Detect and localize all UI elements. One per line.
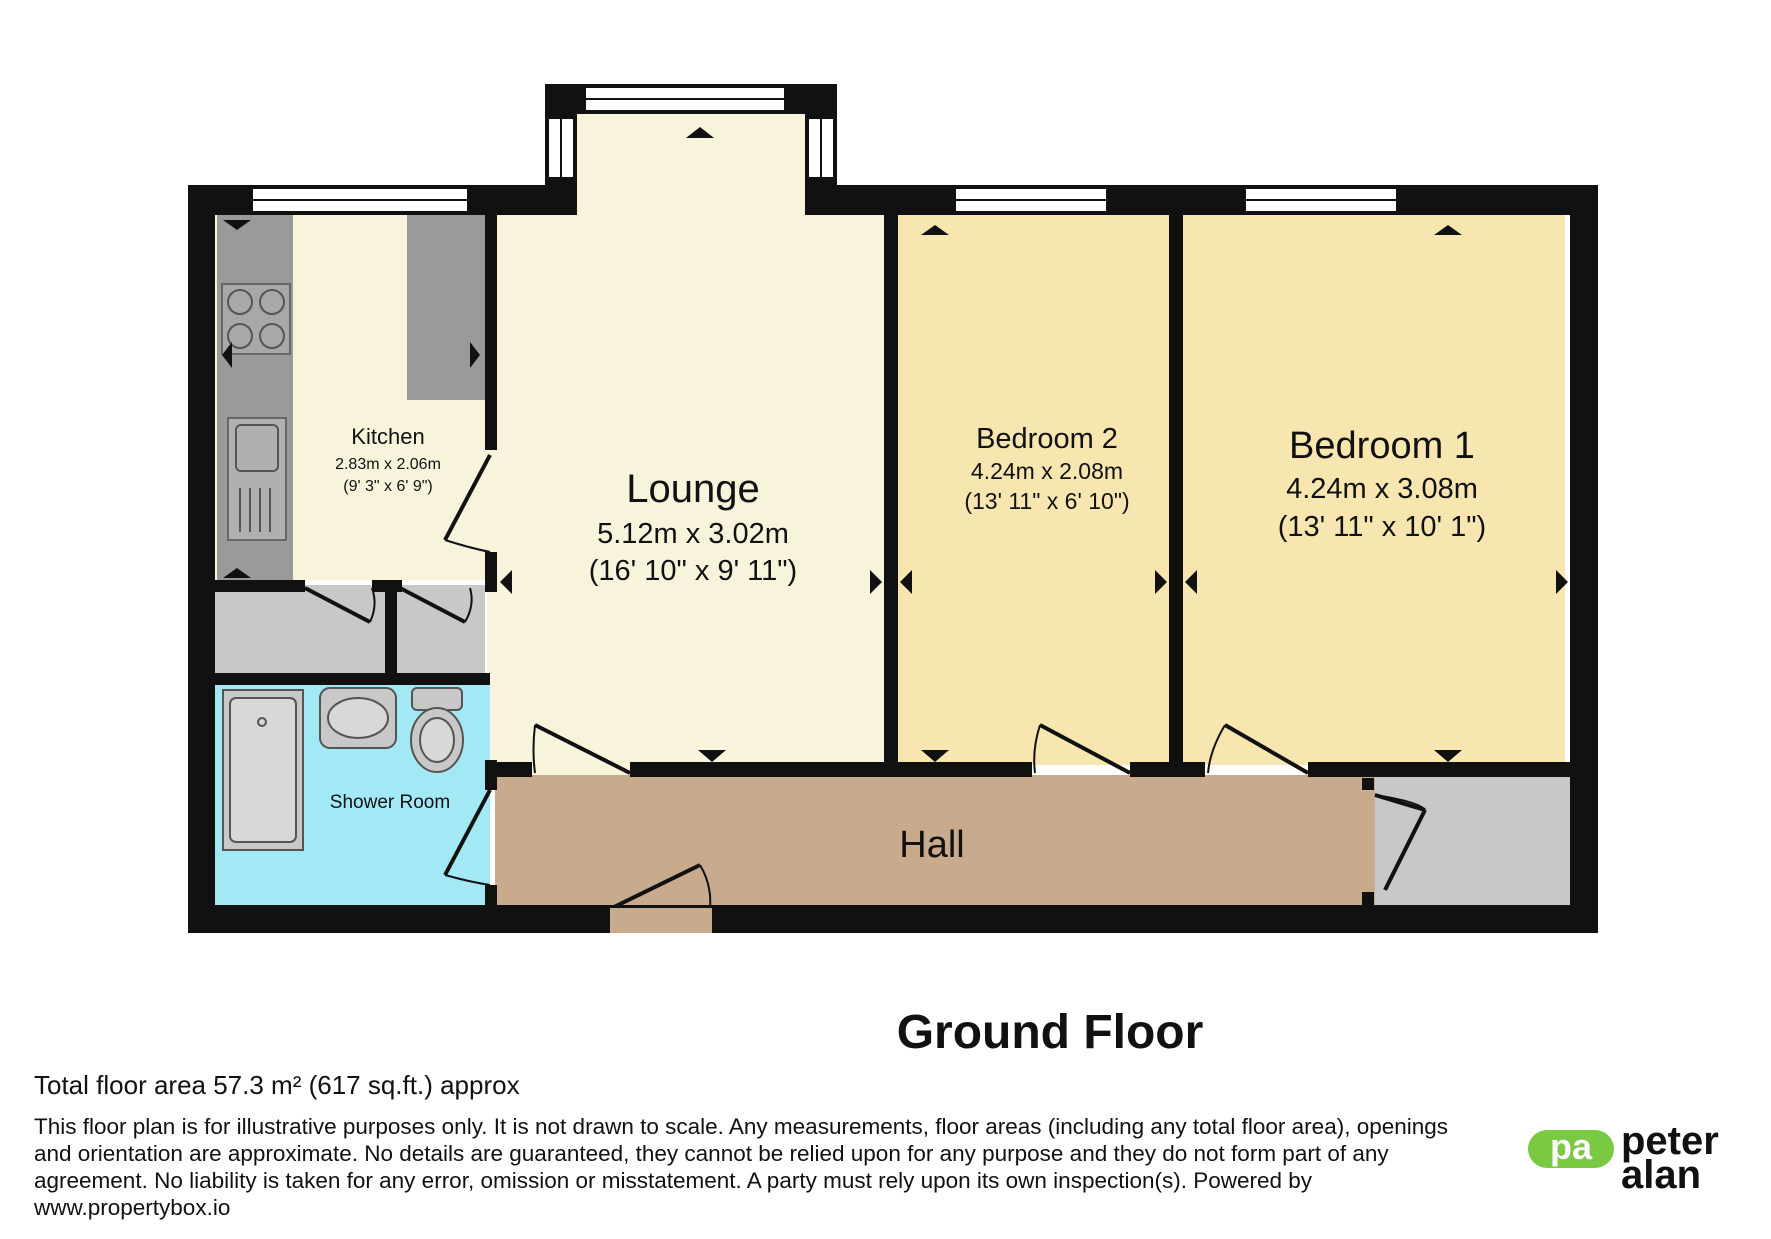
basin-icon — [319, 687, 397, 749]
storage-room — [1375, 775, 1570, 905]
sink-icon — [227, 417, 287, 541]
lounge-dims-metric: 5.12m x 3.02m — [597, 518, 789, 550]
hob-icon — [221, 283, 291, 355]
bedroom1-name: Bedroom 1 — [1289, 425, 1475, 467]
shower-room-name: Shower Room — [330, 792, 450, 813]
lounge-name: Lounge — [626, 467, 759, 511]
logo-line-2: alan — [1621, 1153, 1701, 1192]
kitchen-name: Kitchen — [351, 424, 424, 449]
toilet-icon — [410, 687, 464, 773]
kitchen-dims-metric: 2.83m x 2.06m — [335, 456, 441, 473]
doors — [304, 454, 1427, 910]
bedroom2-name: Bedroom 2 — [976, 423, 1118, 455]
logo-line-1: peter — [1621, 1119, 1719, 1163]
kitchen-counter-right — [407, 215, 485, 400]
bedroom2-dims-imperial: (13' 11" x 6' 10") — [964, 488, 1129, 514]
peter-alan-logo: pa peter alan — [1528, 1119, 1719, 1192]
bath-icon — [222, 689, 304, 851]
bedroom1-dims-imperial: (13' 11" x 10' 1") — [1278, 511, 1486, 543]
disclaimer-text: This floor plan is for illustrative purp… — [34, 1114, 1449, 1220]
windows — [251, 86, 1398, 213]
bedroom2-floor — [898, 215, 1170, 765]
cupboard-2 — [397, 585, 485, 673]
cupboard-1 — [215, 585, 385, 673]
bedroom1-floor — [1182, 215, 1565, 765]
lounge-bay-floor — [570, 110, 810, 220]
bedroom2-dims-metric: 4.24m x 2.08m — [971, 458, 1123, 484]
arrow-markers — [222, 127, 1568, 762]
floor-plan: Kitchen 2.83m x 2.06m (9' 3" x 6' 9") Lo… — [188, 84, 1598, 933]
logo-mark: pa — [1550, 1126, 1593, 1167]
total-floor-area: Total floor area 57.3 m² (617 sq.ft.) ap… — [34, 1070, 520, 1100]
hall-name: Hall — [899, 824, 964, 866]
bedroom1-dims-metric: 4.24m x 3.08m — [1286, 473, 1478, 505]
hall-floor — [495, 775, 1375, 905]
lounge-dims-imperial: (16' 10" x 9' 11") — [589, 555, 797, 587]
lounge-floor — [487, 210, 887, 775]
floor-title: Ground Floor — [896, 1006, 1204, 1059]
front-door-threshold — [610, 908, 712, 933]
kitchen-dims-imperial: (9' 3" x 6' 9") — [343, 478, 433, 495]
